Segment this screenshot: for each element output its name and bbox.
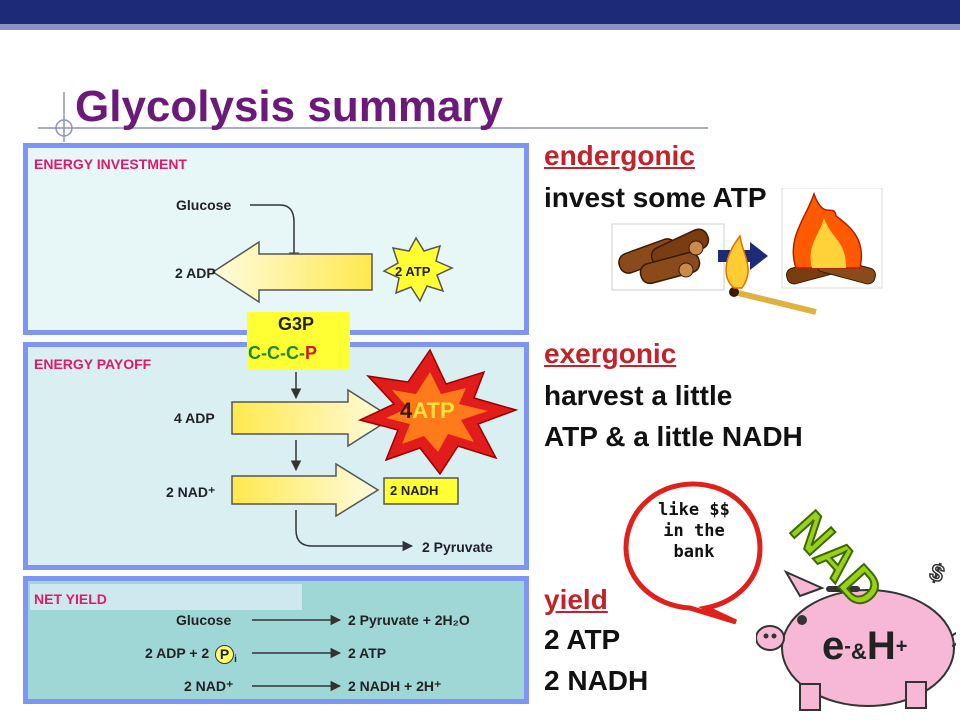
g3p-chain: C-C-C-P [248,343,317,364]
phosphate-subscript: i [234,654,237,665]
bubble-line-1: like $$ [658,500,730,520]
speech-bubble [623,481,763,625]
phosphate-circle: P [215,645,235,664]
net-right-pyruvate: 2 Pyruvate + 2H₂O [348,612,470,628]
energy-payoff-label: ENERGY PAYOFF [34,356,152,372]
g3p-box [247,312,350,370]
top-bar [0,0,960,24]
glucose-flow-line [250,204,300,264]
pig-ampersand: & [850,639,867,664]
bubble-line-3: bank [673,542,715,562]
net-yield-header [30,584,302,610]
pyruvate-label: 2 Pyruvate [422,539,493,555]
logs-icon [618,228,710,285]
endergonic-heading: endergonic [544,140,695,171]
payoff-flow-line-3 [295,510,414,552]
piggy-bank-icon [756,569,956,711]
exergonic-heading: exergonic [544,338,677,369]
pig-hydrogen: H [866,624,896,668]
bubble-text: like $$ in the bank [638,500,750,563]
pig-electron: e [822,624,845,668]
net-right-atp: 2 ATP [348,645,387,661]
adp-label: 2 ADP [175,265,216,281]
bubble-line-2: in the [663,521,725,541]
title-crosshair [38,92,708,142]
pig-hydrogen-sign: + [895,635,908,658]
logs-match-fire-illustration [611,188,883,315]
atp-burst-word: ATP [412,398,455,423]
glucose-label: Glucose [176,197,232,213]
atp-burst-text: 4ATP [400,398,455,424]
adp-payoff-label: 4 ADP [174,410,215,426]
adp-payoff-arrow [231,388,394,448]
g3p-carbons: C-C-C- [248,343,305,363]
fire-icon [786,191,876,285]
net-left-glucose: Glucose [176,612,232,628]
pig-electron-sign: - [844,635,851,658]
atp-burst-number: 4 [400,398,413,423]
nadh-box [383,477,459,505]
phosphate-letter: P [219,646,230,662]
net-yield-label: NET YIELD [34,591,107,607]
nadh-label: 2 NADH [390,483,439,498]
atp-burst-small [382,236,454,303]
nad-arrow [231,462,380,518]
energy-investment-label: ENERGY INVESTMENT [34,156,187,172]
net-left-nad: 2 NAD⁺ [184,678,234,694]
match-icon [725,234,817,315]
pig-label: e-&H+ [822,624,907,669]
exergonic-line-1: harvest a little [544,380,733,411]
net-left-adp-text: 2 ADP + 2 [145,645,210,662]
net-right-nadh: 2 NADH + 2H⁺ [348,678,442,694]
endergonic-line-1: invest some ATP [544,182,767,213]
exergonic-line-2: ATP & a little NADH [544,421,803,452]
yield-line-1: 2 ATP [544,624,621,655]
adp-arrow [211,240,373,304]
yield-line-2: 2 NADH [544,665,649,696]
yield-heading: yield [544,584,608,615]
g3p-phosphate: P [304,343,317,363]
slide-title: Glycolysis summary [75,82,504,131]
atp-label: 2 ATP [395,264,431,279]
g3p-label: G3P [278,314,315,334]
nad-label: 2 NAD⁺ [166,484,216,500]
top-bar-stripe [0,24,960,30]
